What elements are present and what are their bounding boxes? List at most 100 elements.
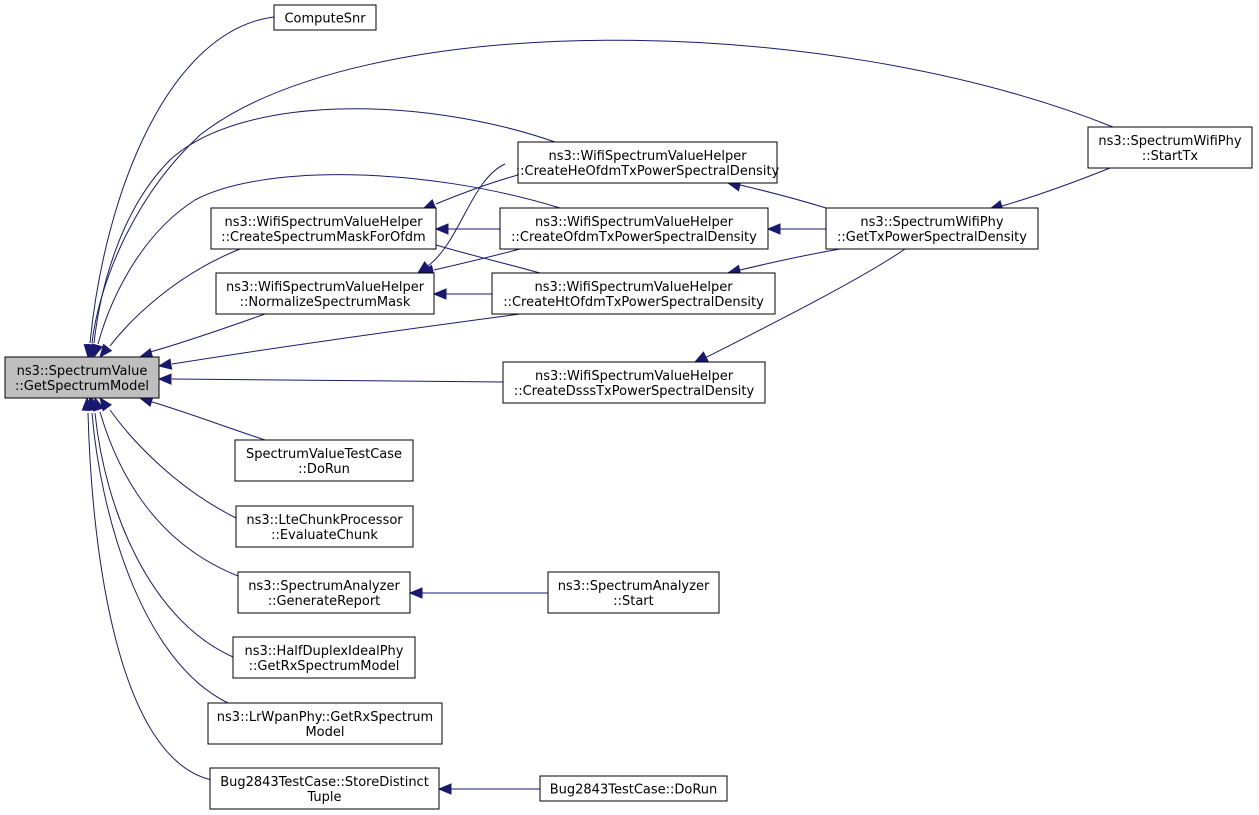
node-box xyxy=(491,272,776,315)
node-sa-report[interactable]: ns3::SpectrumAnalyzer::GenerateReport xyxy=(237,571,411,614)
node-label-line: ns3::WifiSpectrumValueHelper xyxy=(226,280,425,295)
node-label-line: ns3::SpectrumWifiPhy xyxy=(860,215,1003,230)
edge-line xyxy=(435,244,541,274)
node-box xyxy=(547,571,720,614)
node-box xyxy=(207,702,443,745)
node-hd-rx[interactable]: ns3::HalfDuplexIdealPhy::GetRxSpectrumMo… xyxy=(232,636,416,679)
edge-create_ht-to-normalize_mask xyxy=(432,288,493,300)
node-box xyxy=(517,141,778,184)
edge-normalize_mask-to-root xyxy=(138,313,266,360)
node-box xyxy=(4,356,160,399)
edge-sa_start-to-sa_report xyxy=(408,587,548,599)
edge-arrowhead xyxy=(437,783,452,795)
edge-line xyxy=(1001,167,1111,207)
edge-arrowhead xyxy=(157,373,172,385)
edge-line xyxy=(109,409,237,519)
edge-arrowhead xyxy=(693,351,709,363)
edge-arrowhead xyxy=(157,358,173,370)
edge-arrowhead xyxy=(432,288,447,300)
edge-get_tx_psd-to-create_ofdm xyxy=(766,223,827,235)
node-lte-chunk[interactable]: ns3::LteChunkProcessor::EvaluateChunk xyxy=(235,505,414,548)
node-label-line: ns3::WifiSpectrumValueHelper xyxy=(535,369,734,384)
node-bug-dorun[interactable]: Bug2843TestCase::DoRun xyxy=(539,775,728,802)
edge-line xyxy=(87,412,213,781)
edge-lrwpan_rx-to-root xyxy=(85,396,229,704)
node-label-line: Bug2843TestCase::StoreDistinct xyxy=(220,775,429,790)
node-label-line: SpectrumValueTestCase xyxy=(246,447,402,462)
node-box xyxy=(502,361,766,404)
node-get-tx-psd[interactable]: ns3::SpectrumWifiPhy::GetTxPowerSpectral… xyxy=(825,207,1039,250)
node-create-ofdm[interactable]: ns3::WifiSpectrumValueHelper::CreateOfdm… xyxy=(499,207,769,250)
node-box xyxy=(539,775,728,802)
node-box xyxy=(235,505,414,548)
node-label-line: Model xyxy=(305,725,344,740)
node-label-line: ::CreateHeOfdmTxPowerSpectralDensity xyxy=(516,164,780,179)
edge-line xyxy=(99,411,239,577)
node-box xyxy=(234,439,414,482)
node-label-line: ::CreateSpectrumMaskForOfdm xyxy=(221,230,425,245)
node-label-line: ::GetRxSpectrumModel xyxy=(249,659,400,674)
node-box xyxy=(209,767,440,810)
node-root[interactable]: ns3::SpectrumValue::GetSpectrumModel xyxy=(4,356,160,399)
edge-bug_store-to-root xyxy=(81,396,213,781)
node-start-tx[interactable]: ns3::SpectrumWifiPhy::StartTx xyxy=(1087,126,1253,169)
node-label-line: ns3::SpectrumAnalyzer xyxy=(248,579,400,594)
node-create-he[interactable]: ns3::WifiSpectrumValueHelper::CreateHeOf… xyxy=(516,141,780,184)
edge-create_ofdm-to-root xyxy=(91,174,561,359)
edge-line xyxy=(433,248,521,271)
edge-lte_chunk-to-root xyxy=(99,396,237,519)
node-label-line: ::NormalizeSpectrumMask xyxy=(240,295,411,310)
node-label-line: ::EvaluateChunk xyxy=(271,528,378,543)
edge-line xyxy=(704,248,906,359)
node-label-line: ::StartTx xyxy=(1142,149,1198,164)
edge-line xyxy=(424,163,506,269)
edge-get_tx_psd-to-create_he xyxy=(726,180,827,209)
edge-create_ofdm-to-normalize_mask xyxy=(419,248,521,276)
edge-arrowhead xyxy=(81,396,94,411)
node-label-line: ns3::SpectrumWifiPhy xyxy=(1098,134,1241,149)
edge-arrowhead xyxy=(91,343,103,359)
node-label-line: ::Start xyxy=(613,594,654,609)
edge-arrowhead xyxy=(434,223,449,235)
node-label-line: ns3::SpectrumValue xyxy=(17,364,148,379)
edge-sa_report-to-root xyxy=(93,396,239,577)
node-label-line: ns3::LrWpanPhy::GetRxSpectrum xyxy=(217,710,433,725)
node-label-line: ::DoRun xyxy=(298,462,350,477)
node-create-mask[interactable]: ns3::WifiSpectrumValueHelper::CreateSpec… xyxy=(210,207,437,250)
node-sa-start[interactable]: ns3::SpectrumAnalyzer::Start xyxy=(547,571,720,614)
node-box xyxy=(237,571,411,614)
node-create-ht[interactable]: ns3::WifiSpectrumValueHelper::CreateHtOf… xyxy=(491,272,776,315)
node-box xyxy=(825,207,1039,250)
node-label-line: ::CreateDsssTxPowerSpectralDensity xyxy=(514,384,755,399)
node-compute-snr[interactable]: ComputeSnr xyxy=(273,4,377,31)
node-create-dsss[interactable]: ns3::WifiSpectrumValueHelper::CreateDsss… xyxy=(502,361,766,404)
node-label-line: ns3::WifiSpectrumValueHelper xyxy=(548,149,747,164)
edge-line xyxy=(109,248,241,347)
edge-line xyxy=(739,248,841,271)
edge-line xyxy=(97,174,561,345)
edge-hd_rx-to-root xyxy=(87,396,234,658)
edge-line xyxy=(151,401,266,441)
edge-line xyxy=(91,39,1114,344)
edge-create_ofdm-to-create_mask xyxy=(434,223,501,235)
node-box xyxy=(499,207,769,250)
edge-arrowhead xyxy=(408,587,423,599)
edge-start_tx-to-get_tx_psd xyxy=(988,167,1111,211)
nodes-layer: ns3::SpectrumValue::GetSpectrumModel Comp… xyxy=(4,4,1253,810)
node-label-line: ns3::HalfDuplexIdealPhy xyxy=(245,644,404,659)
node-label-line: ns3::WifiSpectrumValueHelper xyxy=(224,215,423,230)
node-normalize-mask[interactable]: ns3::WifiSpectrumValueHelper::NormalizeS… xyxy=(215,272,435,315)
node-lrwpan-rx[interactable]: ns3::LrWpanPhy::GetRxSpectrumModel xyxy=(207,702,443,745)
edge-get_tx_psd-to-create_ht xyxy=(726,248,841,276)
node-label-line: ::CreateOfdmTxPowerSpectralDensity xyxy=(511,230,757,245)
edge-line xyxy=(89,16,275,344)
node-label-line: ComputeSnr xyxy=(284,12,366,27)
node-box xyxy=(273,4,377,31)
edge-line xyxy=(171,313,521,365)
node-sv-test-dorun[interactable]: SpectrumValueTestCase::DoRun xyxy=(234,439,414,482)
node-label-line: ::GetTxPowerSpectralDensity xyxy=(837,230,1027,245)
node-label-line: Tuple xyxy=(306,790,341,805)
node-label-line: ::CreateHtOfdmTxPowerSpectralDensity xyxy=(503,295,764,310)
